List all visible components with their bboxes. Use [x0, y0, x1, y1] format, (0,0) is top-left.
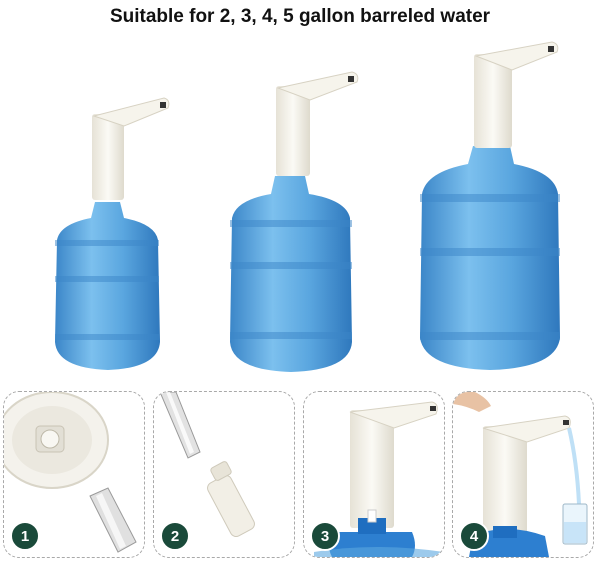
bottles-illustration: [55, 41, 560, 372]
tube-connection-icon: [159, 392, 255, 537]
bottle-small: [55, 97, 170, 370]
bottle-medium: [230, 71, 359, 372]
headline: Suitable for 2, 3, 4, 5 gallon barreled …: [109, 6, 491, 27]
pump-body-icon: [474, 54, 512, 148]
step-panel-2: 2: [153, 391, 295, 558]
bottle-large: [420, 41, 560, 370]
dispenser-inlet-icon: [4, 392, 137, 553]
step-panel-3: 3: [303, 391, 445, 558]
pump-body-icon: [92, 114, 124, 200]
step-number-badge: 3: [310, 521, 340, 551]
press-to-pour-icon: [453, 392, 588, 557]
step-number-badge: 2: [160, 521, 190, 551]
step-number-badge: 4: [459, 521, 489, 551]
step-panel-1: 1: [3, 391, 145, 558]
dispenser-mounted-icon: [314, 401, 444, 557]
step-number-badge: 1: [10, 521, 40, 551]
step-panel-4: 4: [452, 391, 594, 558]
pump-body-icon: [276, 86, 310, 176]
